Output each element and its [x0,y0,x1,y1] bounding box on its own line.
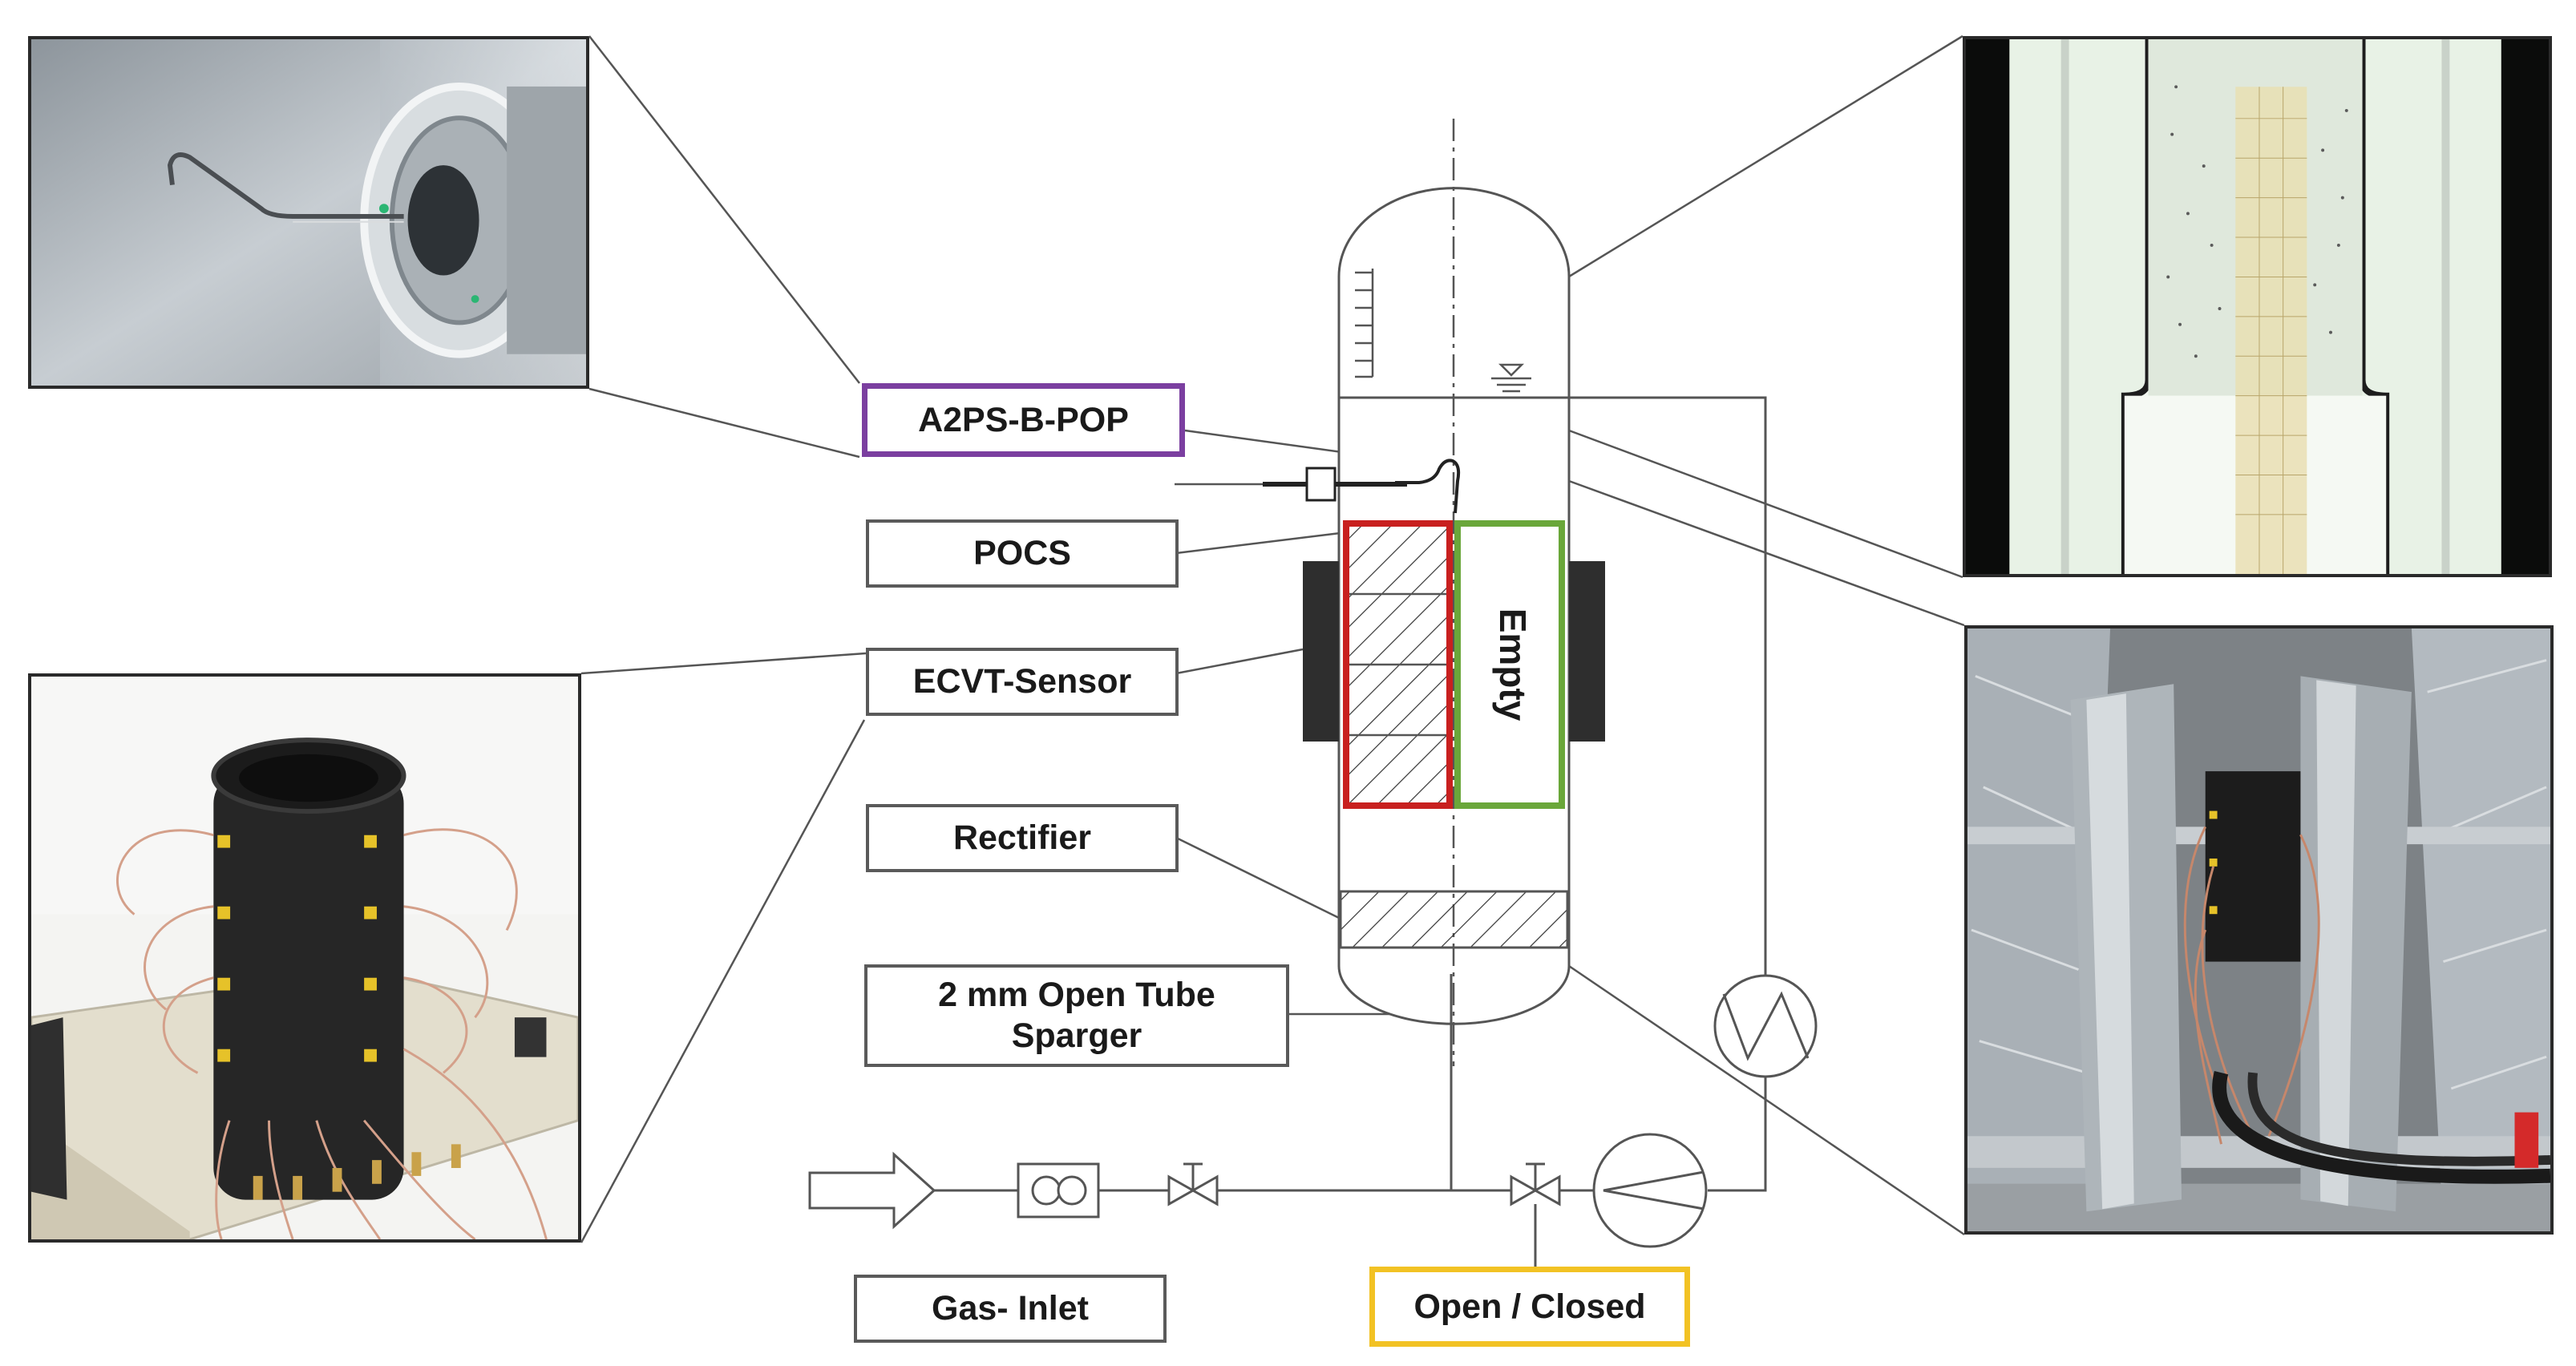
gas-inlet-label: Gas- Inlet [854,1275,1167,1343]
ecvt-electrode-right [1569,561,1605,742]
column-photo [1963,36,2552,577]
empty-label: Empty [1492,608,1534,721]
liquid-level-symbol [1491,363,1531,393]
probe-photo [28,36,589,389]
gas-inlet-arrow [808,1151,936,1230]
pocs-label: POCS [866,519,1179,588]
setup-photo [1964,625,2554,1235]
rectifier-label: Rectifier [866,804,1179,872]
recirculation-loop [934,396,1767,1192]
sparger-label: 2 mm Open Tube Sparger [864,964,1289,1067]
valve-inlet [1167,1162,1219,1206]
level-scale [1355,269,1374,378]
pump-symbol [1592,1133,1708,1248]
probe-symbol [1175,459,1461,514]
sparger-label-line2: Sparger [1011,1016,1142,1055]
empty-region [1454,520,1565,809]
valve-open-closed [1510,1162,1561,1267]
ecvt-sensor-label: ECVT-Sensor [866,648,1179,716]
heat-exchanger-symbol [1713,974,1818,1078]
callout-lines [580,34,1965,1243]
sparger-label-line1: 2 mm Open Tube [938,976,1215,1015]
open-closed-label: Open / Closed [1369,1267,1690,1347]
a2ps-label: A2PS-B-POP [862,383,1185,457]
ecvt-electrode-left [1303,561,1339,742]
rectifier-region [1339,890,1569,949]
ecvt-sensor-photo [28,673,581,1243]
pocs-region [1343,520,1453,809]
flow-meter-symbol [1017,1162,1100,1218]
